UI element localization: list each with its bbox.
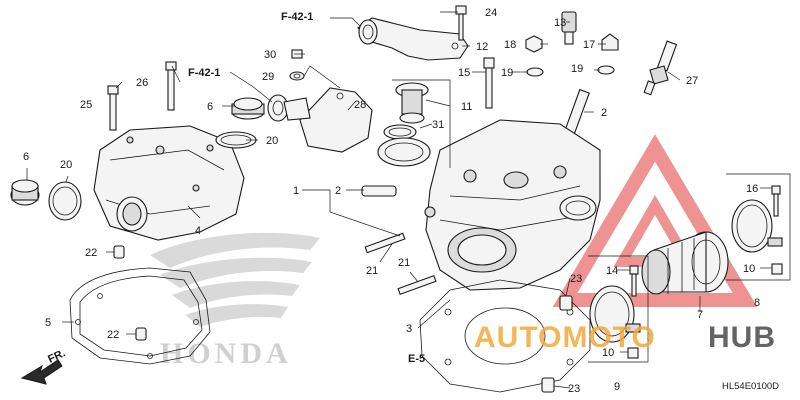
callout-31: 31 <box>432 119 444 131</box>
cylinder-head <box>424 119 601 291</box>
group-bracket-9 <box>588 255 649 363</box>
gasket-ring <box>377 137 431 167</box>
callout-14: 14 <box>606 265 618 277</box>
callout-17: 17 <box>583 39 595 51</box>
diagram-code: HL54E0100D <box>722 381 779 392</box>
callout-12: 12 <box>476 41 488 53</box>
oring-20-right <box>215 131 257 149</box>
front-label: FR. <box>46 347 67 365</box>
callout-11: 11 <box>461 101 472 113</box>
cap-17 <box>601 33 619 51</box>
cover-port-6 <box>116 196 148 232</box>
callout-19b: 19 <box>571 63 583 75</box>
bolt-25 <box>107 85 119 131</box>
screw-14 <box>629 265 639 297</box>
group-bracket-8 <box>726 173 791 281</box>
callout-4: 4 <box>195 225 201 237</box>
callout-19a: 19 <box>501 67 513 79</box>
callout-22a: 22 <box>85 247 97 259</box>
ref-label-f42-left: F-42-1 <box>188 67 220 79</box>
callout-22b: 22 <box>107 329 119 341</box>
oring-31 <box>383 124 417 140</box>
callout-10a: 10 <box>743 263 755 275</box>
bolt-26 <box>165 61 177 111</box>
callout-3: 3 <box>406 323 412 335</box>
insulator-7 <box>641 231 729 295</box>
callout-21b: 21 <box>398 257 410 269</box>
cap-6-left <box>10 179 40 206</box>
cap-6-top <box>231 97 265 120</box>
callout-7: 7 <box>697 309 703 321</box>
clamp-8 <box>731 199 783 253</box>
callout-18: 18 <box>504 39 516 51</box>
callout-20b: 20 <box>266 135 278 147</box>
callout-23a: 23 <box>570 273 582 285</box>
screw-16 <box>771 185 781 217</box>
washer-19b <box>597 65 615 75</box>
pin-2-left <box>361 185 397 197</box>
brand-text: HONDA <box>160 337 292 370</box>
callout-15: 15 <box>458 67 470 79</box>
callout-24: 24 <box>485 7 497 19</box>
stud-21a <box>364 232 406 254</box>
dowel-23b <box>541 377 555 393</box>
leader-lines <box>26 11 772 389</box>
callout-30: 30 <box>264 49 276 61</box>
ref-label-e5: E-5 <box>408 353 425 365</box>
clamp-9 <box>589 285 641 343</box>
nut-18 <box>525 35 543 53</box>
spark-plug <box>643 40 678 96</box>
nut-10a <box>771 263 783 275</box>
ref-label-f42-top: F-42-1 <box>281 11 313 23</box>
callout-2a: 2 <box>335 185 341 197</box>
callout-28: 28 <box>354 99 366 111</box>
callout-6a: 6 <box>23 151 29 163</box>
callout-8: 8 <box>754 297 760 309</box>
callout-23b: 23 <box>568 383 580 395</box>
stud-21b <box>397 274 437 296</box>
thermostat <box>395 82 429 124</box>
nut-10b <box>627 347 639 359</box>
callout-21a: 21 <box>366 265 378 277</box>
bolt-24 <box>455 5 467 41</box>
callout-13: 13 <box>554 17 566 29</box>
callout-2b: 2 <box>601 107 607 119</box>
callout-20a: 20 <box>60 159 72 171</box>
oring-20-left <box>48 181 82 221</box>
group-bracket-11 <box>392 79 451 168</box>
water-outlet <box>267 87 373 153</box>
callout-9: 9 <box>614 381 620 393</box>
head-cover-gasket <box>69 267 211 365</box>
callout-26: 26 <box>136 77 148 89</box>
stud-15 <box>483 57 495 109</box>
dowel-23a <box>559 295 573 311</box>
callout-25: 25 <box>80 99 92 111</box>
watermark-text-hub: HUB <box>708 321 776 354</box>
callout-27: 27 <box>686 75 698 87</box>
callout-29: 29 <box>262 71 274 83</box>
dowel-22a <box>113 245 125 259</box>
washer-19a <box>526 67 544 77</box>
bolt-30 <box>289 49 305 81</box>
dowel-22b <box>135 327 147 341</box>
watermark-text-auto: AUTOMOTO <box>474 321 656 354</box>
callout-1: 1 <box>293 185 299 197</box>
thermostat-cover <box>357 17 469 61</box>
callout-16: 16 <box>746 183 758 195</box>
honda-wing-logo <box>150 232 320 327</box>
callout-10b: 10 <box>602 347 614 359</box>
callout-5: 5 <box>45 317 51 329</box>
cylinder-gasket <box>419 279 591 393</box>
callout-6b: 6 <box>207 101 213 113</box>
front-arrow <box>20 359 63 385</box>
